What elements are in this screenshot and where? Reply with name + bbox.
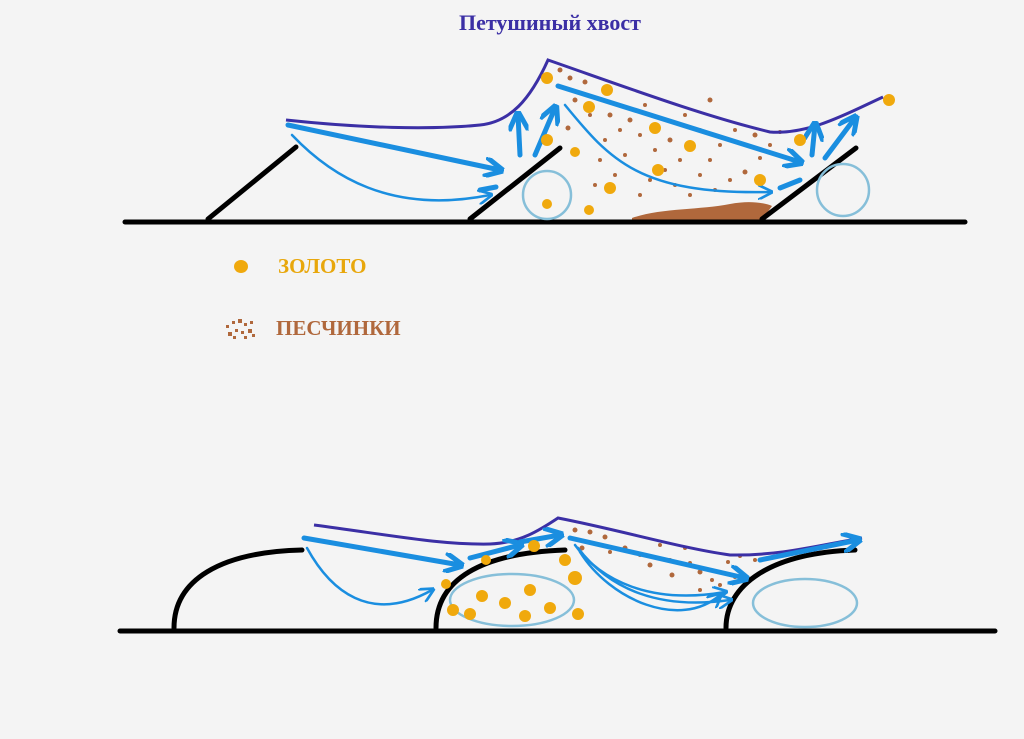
legend-sand-label: ПЕСЧИНКИ xyxy=(276,316,401,340)
riffles-slanted xyxy=(122,144,968,225)
water-surface-line xyxy=(285,58,884,134)
gold-particles-bottom xyxy=(441,540,584,622)
eddies-bottom xyxy=(448,572,859,629)
top-diagram xyxy=(122,58,968,225)
sand-grains-icon xyxy=(226,318,255,339)
eddies xyxy=(521,162,871,221)
legend-gold-label: ЗОЛОТО xyxy=(278,254,367,278)
gold-particles xyxy=(541,72,895,215)
flow-arrows xyxy=(285,83,855,200)
sand-deposit xyxy=(632,202,772,220)
sand-particles xyxy=(557,67,782,197)
water-surface-line-bottom xyxy=(313,516,863,557)
legend-gold: ЗОЛОТО xyxy=(234,254,366,279)
flow-arrows-bottom xyxy=(301,535,858,612)
legend-sand: ПЕСЧИНКИ xyxy=(224,316,401,341)
gold-dot-icon xyxy=(234,260,248,273)
diagram-title: Петушиный хвост xyxy=(459,10,641,35)
riffles-curved xyxy=(117,547,998,634)
bottom-diagram xyxy=(117,516,998,634)
